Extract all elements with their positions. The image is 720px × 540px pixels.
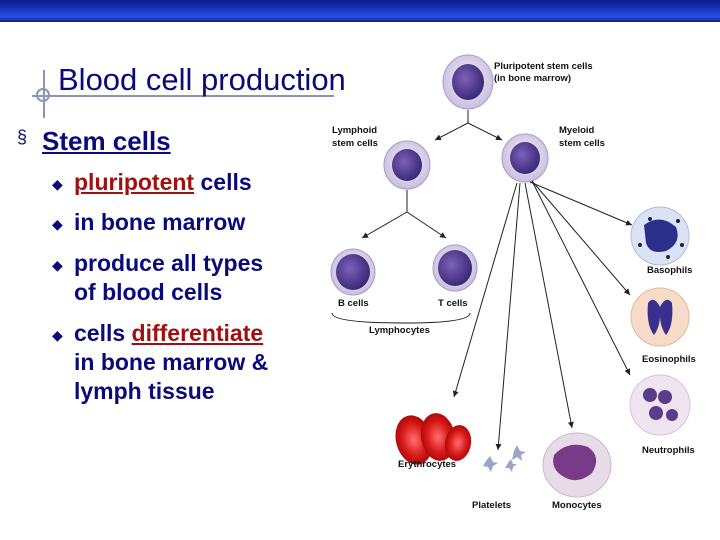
- square-bullet-icon: §: [17, 127, 28, 147]
- title-decoration-line: [32, 95, 334, 97]
- lymphoid-stem-cell: [383, 140, 431, 190]
- sub-bullet-text: cells: [194, 169, 252, 195]
- lymphocytes-bracket: [331, 312, 471, 324]
- bullet-stem-cells: Stem cells: [42, 126, 171, 156]
- monocyte-cell: [542, 432, 612, 498]
- sub-bullet-produce: produce all types of blood cells: [74, 249, 263, 307]
- label-erythrocytes: Erythrocytes: [398, 459, 456, 470]
- label-pluripotent: Pluripotent stem cells: [494, 61, 593, 72]
- platelet-cells: [483, 445, 526, 472]
- label-pluripotent-sub: (in bone marrow): [494, 73, 571, 84]
- blood-cell-diagram: Pluripotent stem cells (in bone marrow) …: [330, 54, 696, 511]
- sub-bullet-line: lymph tissue: [74, 378, 215, 404]
- diamond-bullet-icon: ◆: [52, 327, 63, 343]
- sub-bullet-line: produce all types: [74, 250, 264, 276]
- label-neutrophils: Neutrophils: [642, 445, 695, 456]
- slide-title: Blood cell production: [58, 62, 346, 97]
- label-b-cells: B cells: [338, 298, 369, 309]
- label-basophils: Basophils: [647, 265, 692, 276]
- sub-bullet-differentiate: cells differentiate in bone marrow & lymph…: [74, 319, 268, 406]
- label-t-cells: T cells: [438, 298, 468, 309]
- title-decoration-ring: [36, 88, 50, 102]
- label-lymphoid: Lymphoid: [332, 125, 377, 136]
- top-banner: [0, 0, 720, 22]
- keyword-pluripotent: pluripotent: [74, 169, 195, 195]
- sub-bullet-line: of blood cells: [74, 279, 223, 305]
- sub-bullet-bone-marrow: in bone marrow: [74, 209, 246, 235]
- sub-bullet-pluripotent: pluripotent cells: [74, 168, 252, 197]
- label-myeloid: Myeloid: [559, 125, 595, 136]
- myeloid-stem-cell: [501, 133, 549, 183]
- keyword-differentiate: differentiate: [131, 320, 264, 346]
- diamond-bullet-icon: ◆: [52, 257, 63, 273]
- t-cell: [432, 244, 478, 292]
- label-myeloid-sub: stem cells: [559, 138, 605, 149]
- pluripotent-stem-cell: [442, 54, 494, 110]
- label-platelets: Platelets: [472, 500, 511, 511]
- erythrocyte-cells: [395, 413, 472, 465]
- basophil-cell: [630, 206, 690, 266]
- label-eosinophils: Eosinophils: [642, 354, 696, 365]
- sub-bullet-text: cells: [74, 320, 132, 346]
- label-lymphoid-sub: stem cells: [332, 138, 378, 149]
- diamond-bullet-icon: ◆: [52, 216, 63, 232]
- neutrophil-cell: [629, 374, 691, 436]
- label-lymphocytes: Lymphocytes: [369, 325, 430, 336]
- eosinophil-cell: [630, 287, 690, 347]
- diamond-bullet-icon: ◆: [52, 176, 63, 192]
- b-cell: [330, 248, 376, 296]
- sub-bullet-line: in bone marrow &: [74, 349, 269, 375]
- label-monocytes: Monocytes: [552, 500, 602, 511]
